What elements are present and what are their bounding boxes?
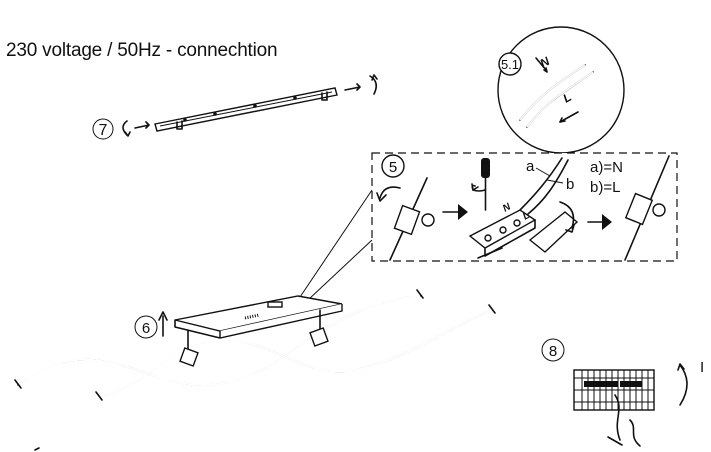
- rotate-arrow-icon: [679, 364, 688, 406]
- rotate-arrow-icon: [369, 75, 378, 95]
- wire-a-assignment: a)=N: [590, 159, 623, 176]
- svg-text:L: L: [521, 210, 532, 223]
- step-8-label: 8: [549, 343, 557, 360]
- screw-icon: [134, 121, 150, 129]
- wire-b-label: b: [566, 176, 574, 193]
- step-7-label: 7: [99, 122, 108, 139]
- wire-b-assignment: b)=L: [590, 179, 620, 196]
- terminal-strip: 8 I: [541, 338, 704, 447]
- connection-detail-box: 5 N L a b a)=N b)=L: [297, 152, 678, 301]
- screw-icon: [344, 83, 361, 91]
- led-fixture: 6: [14, 289, 496, 401]
- terminal-mark: I: [700, 359, 704, 376]
- page-title: 230 voltage / 50Hz - connechtion: [6, 40, 278, 61]
- step-5-label: 5: [389, 159, 397, 176]
- step-5-1-label: 5.1: [501, 57, 519, 72]
- wire-detail-5-1: 5.1 N L: [497, 26, 625, 154]
- rotate-arrow-icon: [379, 186, 401, 199]
- step-6-label: 6: [142, 320, 150, 337]
- rotate-arrow-icon: [559, 201, 575, 229]
- mounting-rail: 7: [92, 74, 378, 140]
- screwdriver-icon: [481, 158, 490, 178]
- wire-a-label: a: [526, 158, 535, 175]
